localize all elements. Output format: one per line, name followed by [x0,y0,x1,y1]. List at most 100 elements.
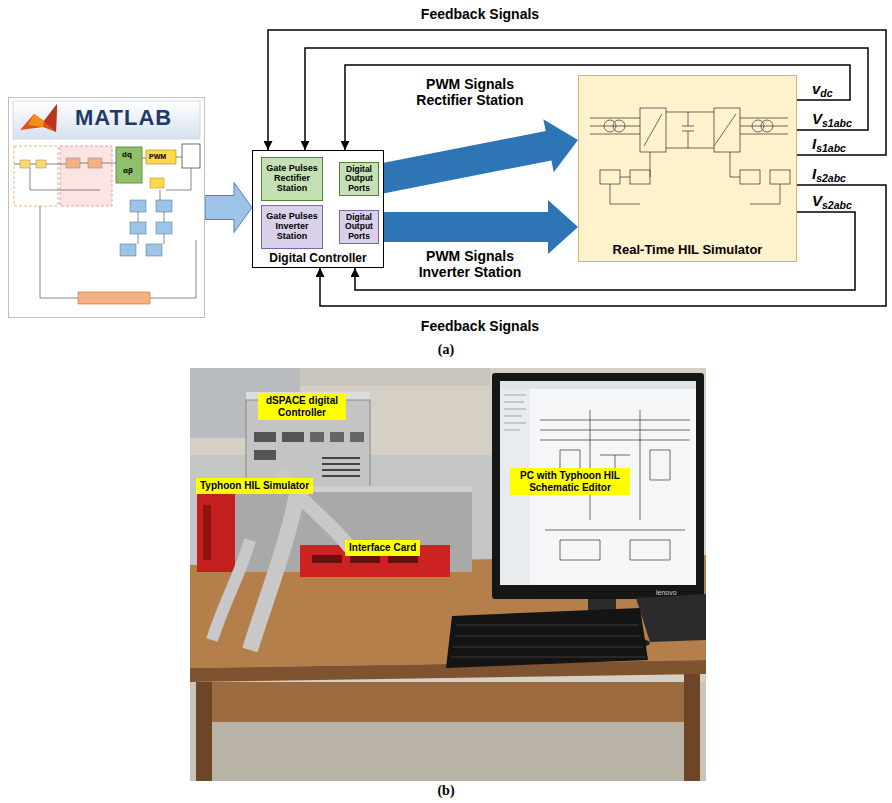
gate-pulse-box: Gate Pulses Inverter Station [261,205,323,249]
node-text: Digital Output Ports [341,213,377,241]
lab-photo [212,722,684,781]
control-block-diagram [146,150,176,164]
lab-photo [196,682,212,781]
control-block-diagram [66,158,80,168]
dspace-controller-box [330,432,344,442]
converter-schematic [761,120,773,132]
keyboard [446,608,648,668]
node-text: Interface Card [349,542,416,554]
laptop [636,594,706,642]
photo-callout: Interface Card [345,540,420,556]
converter-schematic [610,152,780,204]
converter-schematic [770,170,790,184]
monitor [500,381,696,389]
control-block-diagram [146,244,162,256]
edge-label: PWM Signals Inverter Station [400,248,540,280]
subfigure-label: (a) [438,342,454,358]
interface-card [350,555,380,563]
block-label: dq [122,150,132,160]
laptop [636,594,706,642]
signal-label: vdc [812,80,833,99]
signal-symbol: I [812,165,816,182]
converter-schematic [644,114,736,146]
lab-photo [190,682,706,781]
controller-box: Digital Controller Gate Pulses Rectifier … [252,150,384,268]
node-text: Digital Controller [269,251,366,265]
photo-callout: Typhoon HIL Simulator [196,478,313,494]
lab-photo [300,368,490,386]
converter-schematic [630,170,650,184]
pwm-arrow [379,200,578,254]
brand-label: lenovo [656,588,677,597]
converter-schematic [613,120,625,132]
group-label: Feedback Signals [421,6,539,22]
signal-subscript: s1abc [816,142,846,154]
keyboard [451,625,645,657]
matlab-logo-icon [28,114,44,127]
control-block-diagram [182,144,200,168]
feedback-line [355,212,855,290]
control-block-diagram [14,146,58,206]
matlab-panel-fill [8,97,205,318]
block-arrow [205,183,252,233]
typhoon-hil-device [203,505,211,560]
ribbon-cables [212,470,350,650]
ribbon-cables [212,540,250,640]
converter-schematic [666,112,714,148]
photo-callout: PC with Typhoon HIL Schematic Editor [510,468,630,495]
monitor [504,395,526,430]
control-block-diagram [20,160,30,168]
gate-pulse-box: Gate Pulses Rectifier Station [261,157,323,201]
matlab-panel: MATLAB [8,97,205,318]
keyboard [446,608,648,668]
subfigure-label: (b) [437,783,454,799]
output-port-box: Digital Output Ports [339,210,379,244]
control-block-diagram [36,160,46,168]
signal-symbol: v [812,80,820,97]
converter-schematic [740,118,788,134]
node-text: Gate Pulses Inverter Station [264,212,320,242]
node-text: Real-Time HIL Simulator [613,242,763,257]
simulator-panel-fill [578,75,797,262]
node-text: PC with Typhoon HIL Schematic Editor [514,470,626,493]
node-text: MATLAB [75,105,172,131]
control-block-diagram [78,292,150,304]
signal-symbol: I [812,135,816,152]
edge-label: PWM Signals Rectifier Station [400,76,540,108]
dspace-controller-box [350,432,364,442]
matlab-logo-icon [20,104,57,132]
monitor [500,381,696,585]
signal-subscript: s2abc [822,199,852,211]
converter-schematic [740,170,760,184]
dspace-controller-box [322,458,360,476]
feedback-line [268,30,886,155]
output-port-box: Digital Output Ports [339,162,379,196]
signal-symbol: V [812,110,822,127]
lab-photo [190,368,706,781]
monitor [492,373,704,599]
signal-label: Vs1abc [812,110,852,129]
signal-label: Is1abc [812,135,846,154]
control-block-diagram [88,158,102,168]
signal-subscript: s2abc [816,172,846,184]
dspace-controller-box [254,432,276,442]
converter-schematic [590,108,790,204]
feedback-line [345,65,850,150]
feedback-line [305,48,868,150]
control-block-diagram [14,144,200,304]
signal-label: Vs2abc [812,192,852,211]
signal-subscript: s1abc [822,117,852,129]
control-block-diagram [120,244,136,256]
control-block-diagram [130,200,146,212]
photo-callout: dSPACE digital Controller [258,393,346,420]
dspace-controller-box [282,432,304,442]
control-block-diagram [156,200,172,212]
control-block-diagram [150,178,164,188]
node-text: Typhoon HIL Simulator [200,480,309,492]
dspace-controller-box [310,432,324,442]
matlab-logo-icon [20,104,57,132]
control-block-diagram [116,147,142,183]
lab-photo [684,674,700,781]
interface-card [312,555,342,563]
